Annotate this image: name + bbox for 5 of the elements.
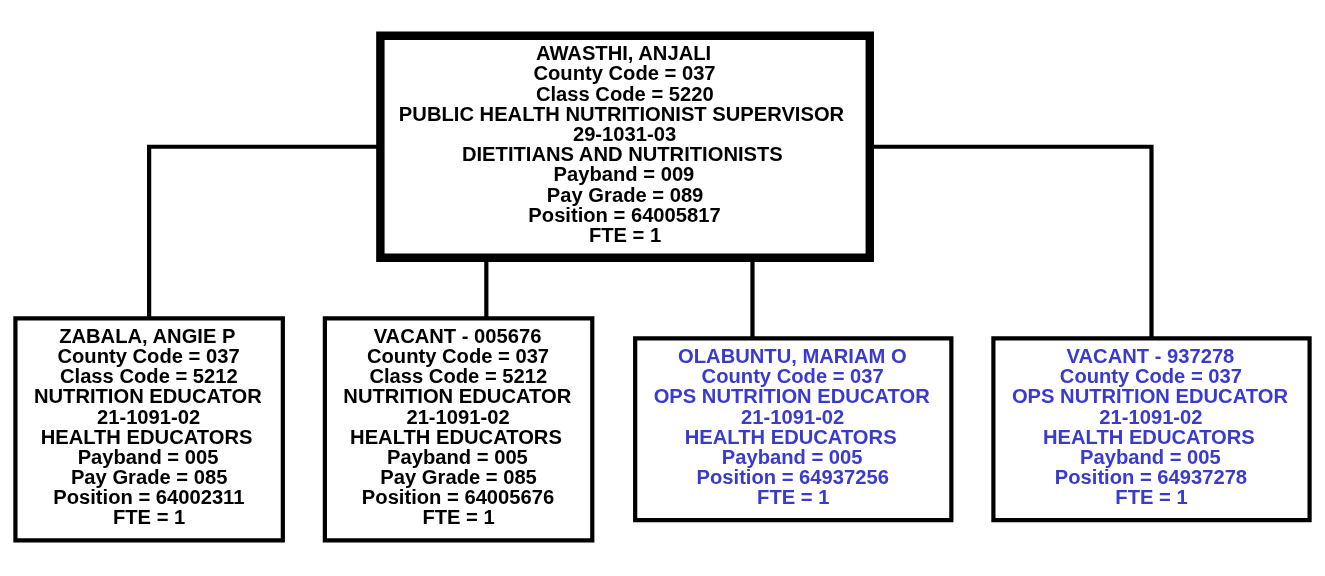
- node-box: VACANT - 937278 County Code = 037 OPS NUTRITION EDUCATOR 21-1091-02 HEALTH EDUCATORS Payband = 005 Position = 64937278 FTE = 1: [991, 336, 1312, 523]
- node-box: VACANT - 005676 County Code = 037 Class Code = 5212 NUTRITION EDUCATOR 21-1091-02 HEALTH EDUCATORS Payband = 005 Pay Grade = 085 Position = 64005676 FTE = 1: [322, 316, 595, 543]
- node-box: OLABUNTU, MARIAM O County Code = 037 OPS NUTRITION EDUCATOR 21-1091-02 HEALTH EDUCATORS Payband = 005 Position = 64937256 FTE = 1: [633, 336, 954, 523]
- node-box: AWASTHI, ANJALI County Code = 037 Class Code = 5220 PUBLIC HEALTH NUTRITIONIST SUPERVISOR 29-1031-03 DIETITIANS AND NUTRITIONISTS Payband = 009 Pay Grade = 089 Position = 64005817 FTE = 1: [376, 31, 874, 262]
- node-box: ZABALA, ANGIE P County Code = 037 Class Code = 5212 NUTRITION EDUCATOR 21-1091-02 HEALTH EDUCATORS Payband = 005 Pay Grade = 085 Position = 64002311 FTE = 1: [13, 316, 285, 543]
